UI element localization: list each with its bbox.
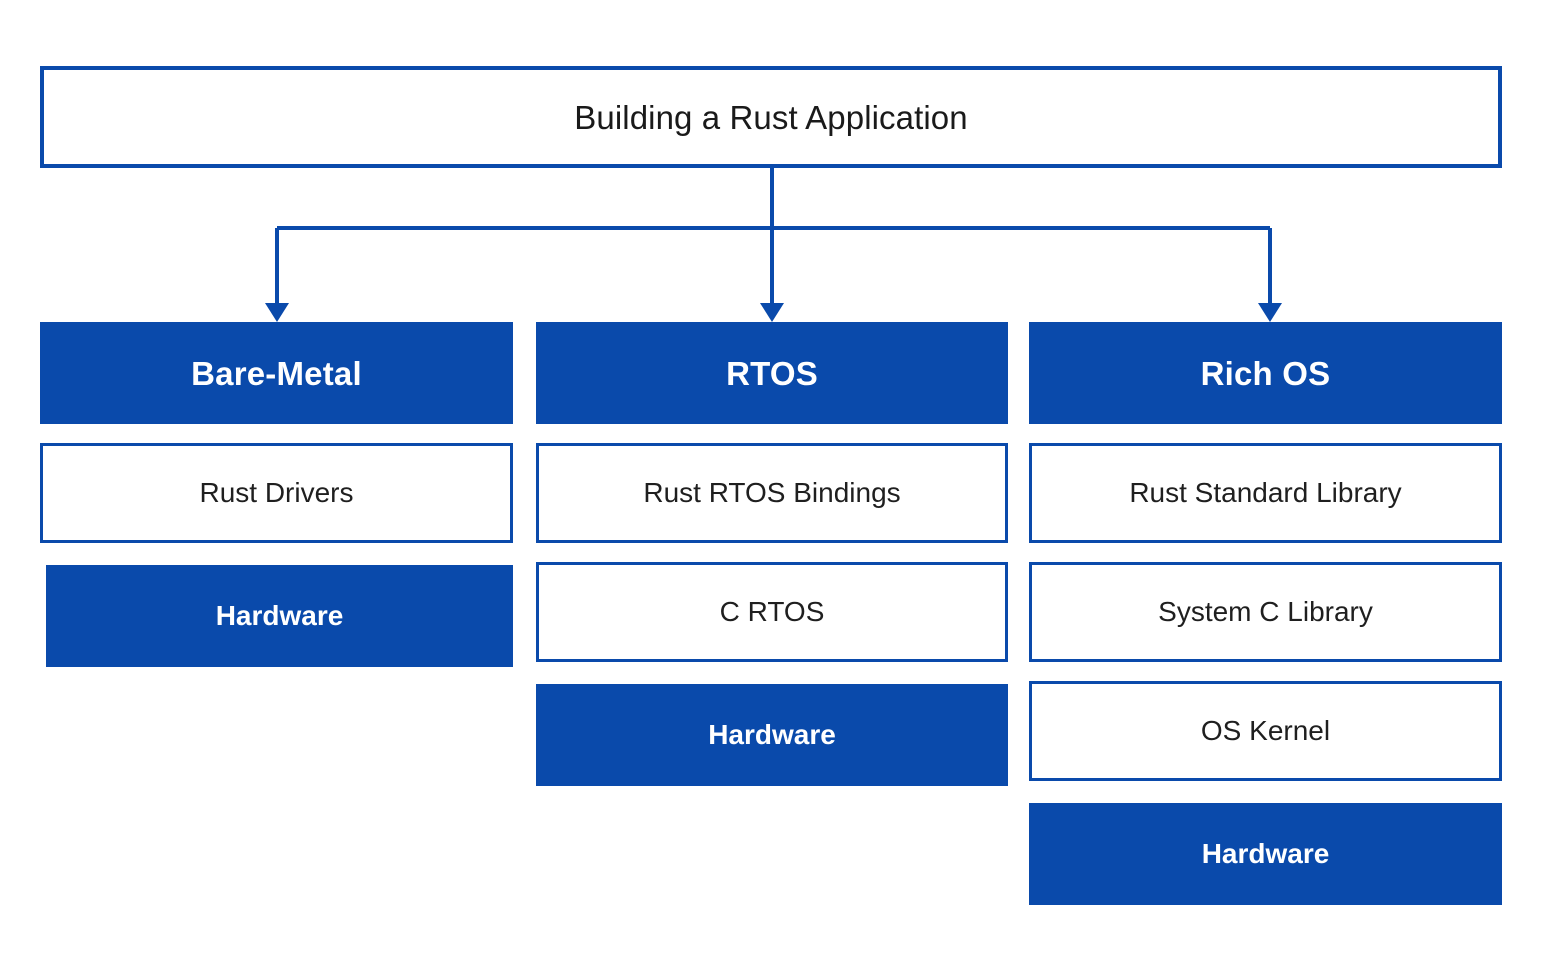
stack-layer-label: Rust RTOS Bindings [643,477,901,508]
stack-layer-hardware-rtos[interactable]: Hardware [536,684,1008,786]
stack-layer-hardware-rich-os[interactable]: Hardware [1029,803,1502,905]
branch-header-bare-metal[interactable]: Bare-Metal [40,322,513,424]
stack-layer-label: C RTOS [719,596,825,627]
branch-column-rtos: RTOS Rust RTOS Bindings C RTOS Hardware [536,322,1008,786]
branch-header-label: RTOS [726,354,818,392]
stack-layer-label: OS Kernel [1200,715,1331,746]
branch-header-label: Bare-Metal [191,354,362,392]
arrowhead-rich-os-icon [1258,303,1282,322]
stack-layer-label: System C Library [1158,596,1373,627]
arrowhead-rtos-icon [760,303,784,322]
stack-layer-label: Hardware [215,600,344,631]
stack-layer-rust-rtos-bindings[interactable]: Rust RTOS Bindings [536,443,1008,543]
arrowhead-bare-metal-icon [265,303,289,322]
branch-column-bare-metal: Bare-Metal Rust Drivers Hardware [40,322,513,667]
stack-layer-system-c-library[interactable]: System C Library [1029,562,1502,662]
stack-layer-rust-drivers[interactable]: Rust Drivers [40,443,513,543]
stack-layer-label: Rust Standard Library [1129,477,1402,508]
stack-layer-label: Hardware [708,719,836,750]
stack-layer-hardware-bare-metal[interactable]: Hardware [46,565,513,667]
stack-layer-os-kernel[interactable]: OS Kernel [1029,681,1502,781]
stack-layer-label: Rust Drivers [199,477,354,508]
root-node-building-a-rust-application[interactable]: Building a Rust Application [40,66,1502,168]
branch-header-label: Rich OS [1200,354,1331,392]
branch-header-rtos[interactable]: RTOS [536,322,1008,424]
branch-header-rich-os[interactable]: Rich OS [1029,322,1502,424]
stack-layer-rust-standard-library[interactable]: Rust Standard Library [1029,443,1502,543]
branch-column-rich-os: Rich OS Rust Standard Library System C L… [1029,322,1502,905]
stack-layer-c-rtos[interactable]: C RTOS [536,562,1008,662]
stack-layer-label: Hardware [1201,838,1330,869]
root-node-label: Building a Rust Application [574,98,968,136]
